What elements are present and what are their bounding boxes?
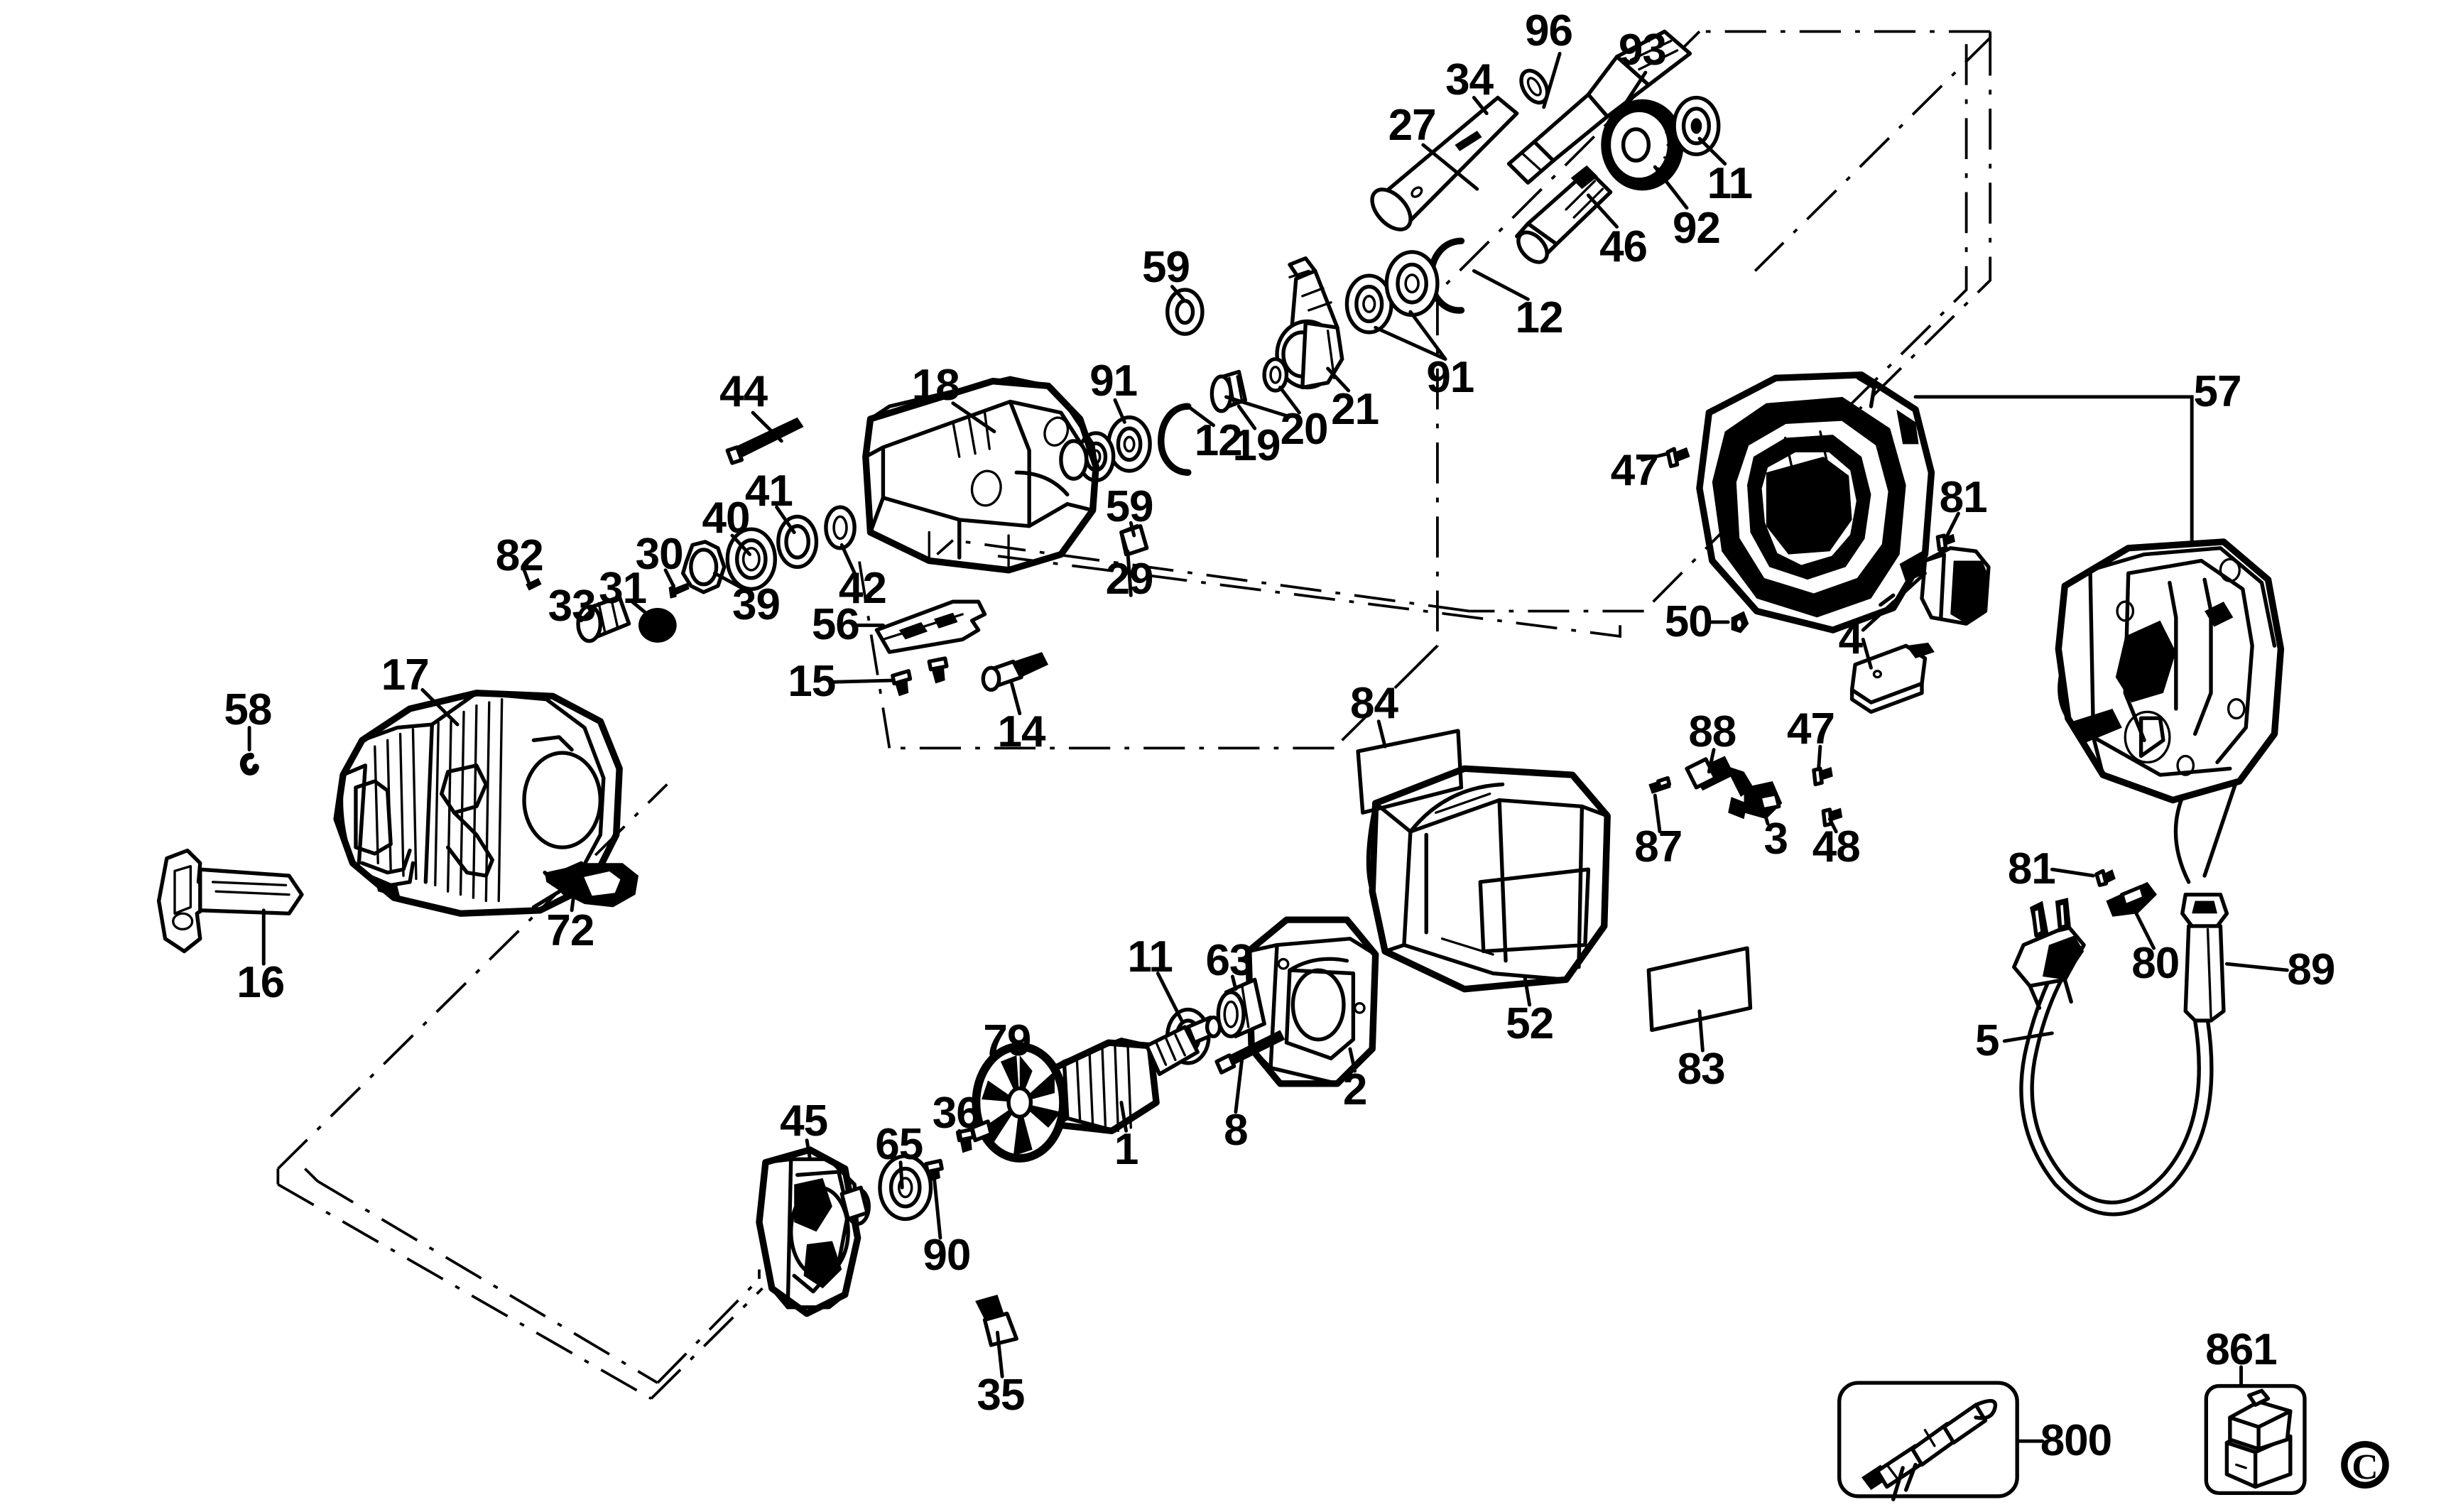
callout-17: 17 (381, 651, 430, 700)
callout-12a: 12 (1515, 293, 1564, 342)
callout-90: 90 (923, 1230, 971, 1280)
callout-87: 87 (1634, 822, 1683, 872)
callout-42: 42 (838, 564, 887, 614)
callout-20: 20 (1280, 405, 1329, 455)
callout-31: 31 (599, 564, 647, 614)
callout-18: 18 (911, 361, 960, 410)
callout-47a: 47 (1610, 446, 1659, 496)
callout-16: 16 (237, 957, 285, 1007)
callout-3: 3 (1763, 815, 1788, 864)
callout-11b: 11 (1127, 932, 1173, 982)
svg-text:C: C (2352, 1447, 2378, 1488)
callout-14: 14 (997, 707, 1045, 757)
callout-92: 92 (1672, 203, 1721, 253)
callout-80: 80 (2131, 939, 2180, 989)
callout-93: 93 (1618, 25, 1667, 75)
callout-861: 861 (2205, 1325, 2277, 1374)
callout-39: 39 (732, 580, 781, 629)
callout-21: 21 (1331, 384, 1379, 434)
callout-82: 82 (495, 531, 544, 580)
callout-63: 63 (1205, 935, 1254, 985)
callout-40: 40 (702, 493, 751, 543)
callout-83: 83 (1677, 1044, 1726, 1094)
callout-8: 8 (1224, 1106, 1248, 1155)
callout-65: 65 (875, 1120, 923, 1170)
callout-50: 50 (1664, 597, 1713, 646)
callout-19: 19 (1232, 420, 1281, 470)
callout-48: 48 (1812, 822, 1861, 872)
callout-30: 30 (635, 529, 684, 579)
callout-58: 58 (224, 685, 272, 735)
callout-89: 89 (2287, 945, 2335, 995)
callout-15: 15 (788, 657, 836, 707)
callout-79: 79 (983, 1016, 1031, 1065)
callout-56: 56 (811, 600, 860, 650)
callout-41: 41 (744, 466, 793, 516)
callout-36: 36 (932, 1088, 981, 1138)
callout-81b: 81 (2007, 844, 2056, 894)
callout-12b: 12 (1194, 415, 1243, 465)
callout-47b: 47 (1786, 704, 1835, 754)
callout-96: 96 (1524, 6, 1573, 56)
callout-81a: 81 (1939, 472, 1988, 522)
callout-91a: 91 (1426, 353, 1474, 403)
callout-72: 72 (546, 905, 594, 955)
callout-27: 27 (1388, 101, 1437, 151)
callout-45: 45 (780, 1097, 828, 1146)
callout-84: 84 (1349, 679, 1398, 729)
callout-59b: 59 (1105, 482, 1154, 532)
callout-52: 52 (1506, 999, 1554, 1048)
callout-1: 1 (1114, 1124, 1138, 1174)
callout-34: 34 (1445, 55, 1494, 105)
callout-5: 5 (1974, 1016, 1999, 1065)
callout-11a: 11 (1707, 159, 1754, 209)
callout-91b: 91 (1089, 356, 1138, 406)
callout-800: 800 (2040, 1416, 2112, 1466)
callout-33: 33 (548, 581, 597, 631)
callout-44: 44 (719, 367, 768, 417)
callout-57: 57 (2193, 367, 2241, 417)
callout-88: 88 (1688, 707, 1736, 757)
callout-46: 46 (1599, 222, 1648, 272)
callout-4: 4 (1838, 614, 1863, 664)
callout-59a: 59 (1142, 243, 1190, 292)
callout-35: 35 (977, 1370, 1025, 1420)
callout-29: 29 (1105, 555, 1154, 604)
callout-2: 2 (1342, 1065, 1367, 1114)
